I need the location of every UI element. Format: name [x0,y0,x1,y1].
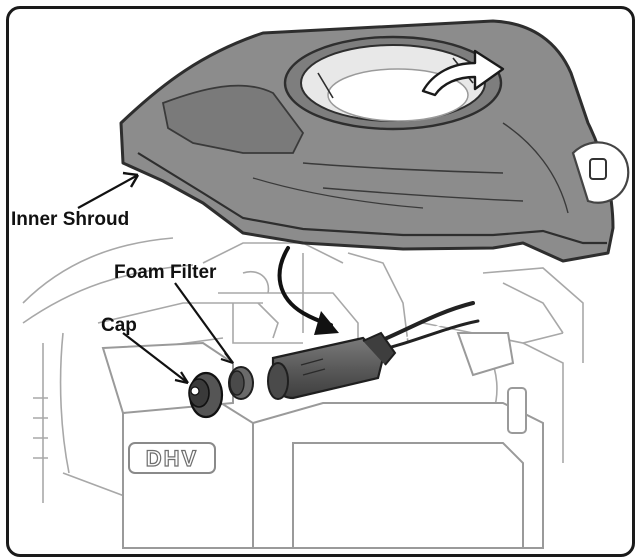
cap [189,373,222,417]
label-foam-filter: Foam Filter [114,262,216,284]
engine-illustration: DHV [9,9,632,554]
engine-emboss: DHV [129,443,215,473]
foam-filter [229,367,253,399]
curved-arrow-icon [280,248,339,335]
diagram-frame: DHV [6,6,635,557]
label-inner-shroud: Inner Shroud [11,209,129,231]
inner-shroud [121,21,613,261]
emboss-text: DHV [146,446,198,471]
label-cap: Cap [101,315,137,337]
